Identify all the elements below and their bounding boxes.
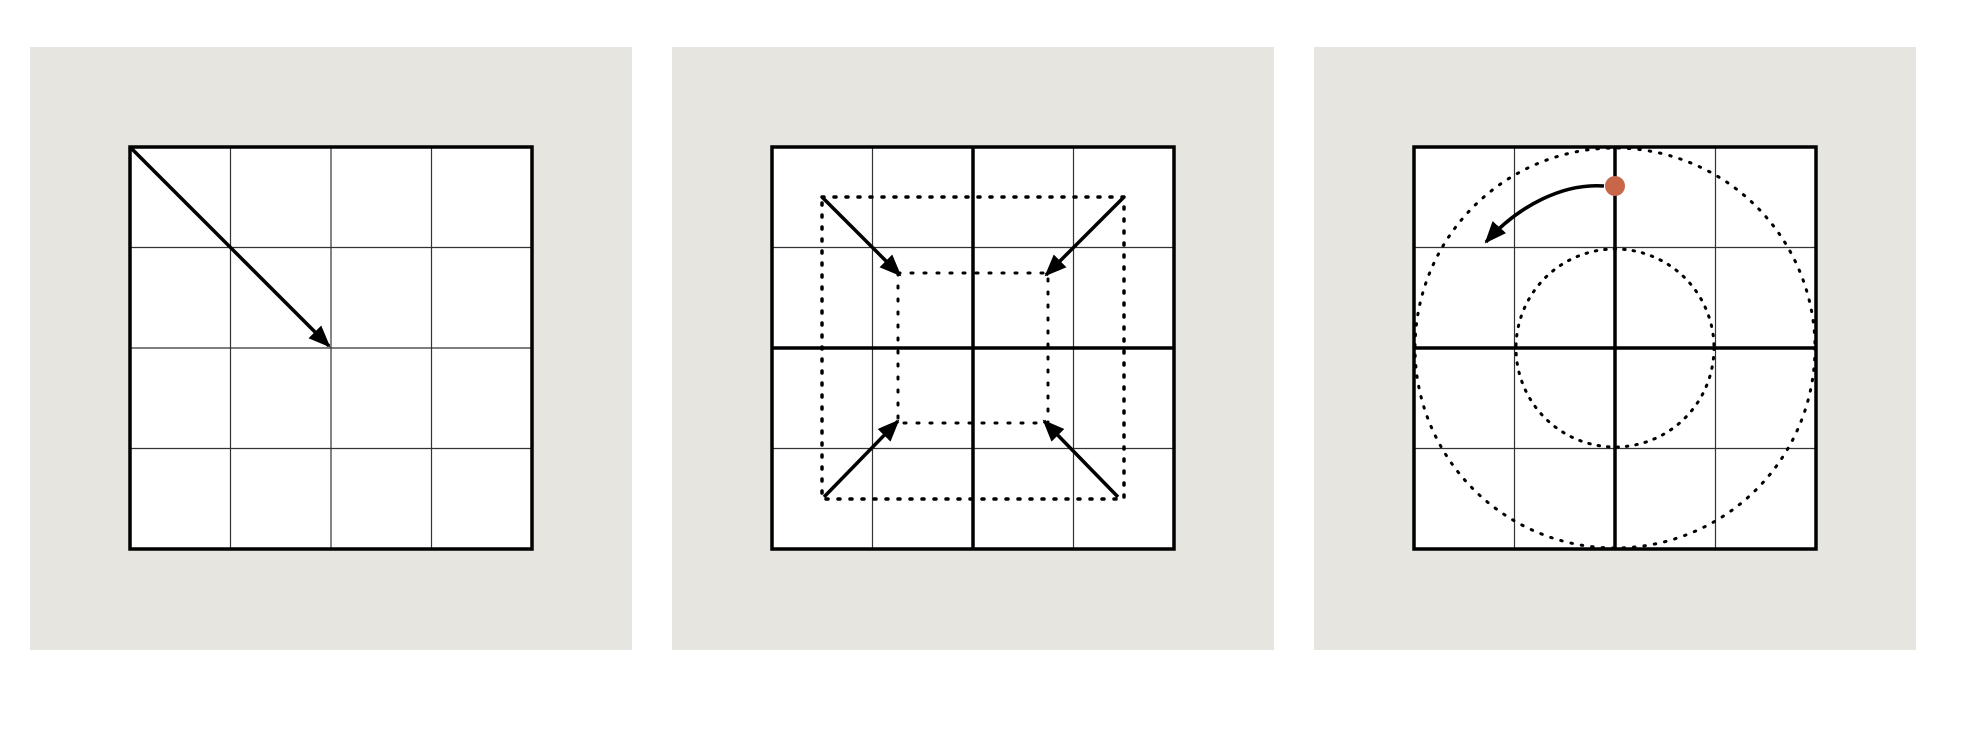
grid-border (128, 145, 534, 551)
panel-rotation (1314, 47, 1916, 650)
arrow-top-left-inward (820, 195, 902, 277)
arrow-bottom-right-inward (1042, 419, 1120, 499)
grid-lines (130, 147, 532, 549)
curved-rotation-arrow (1484, 184, 1605, 244)
grid-border (770, 145, 1176, 551)
inner-dotted-circle (1514, 247, 1716, 449)
diagonal-arrow (129, 146, 331, 348)
outer-dotted-circle (1413, 146, 1817, 550)
point-marker (1605, 176, 1625, 196)
grid-midlines (772, 147, 1174, 549)
rotation-diagram (1412, 145, 1818, 551)
outer-dotted-square (820, 195, 1126, 501)
arrow-top-right-inward (1044, 195, 1126, 277)
arrow-bottom-left-inward (822, 419, 900, 499)
panel-inward-contraction (672, 47, 1274, 650)
grid-midlines (1414, 147, 1816, 549)
inward-contraction-diagram (770, 145, 1176, 551)
diagonal-move-diagram (128, 145, 534, 551)
panel-diagonal-move (30, 47, 632, 650)
